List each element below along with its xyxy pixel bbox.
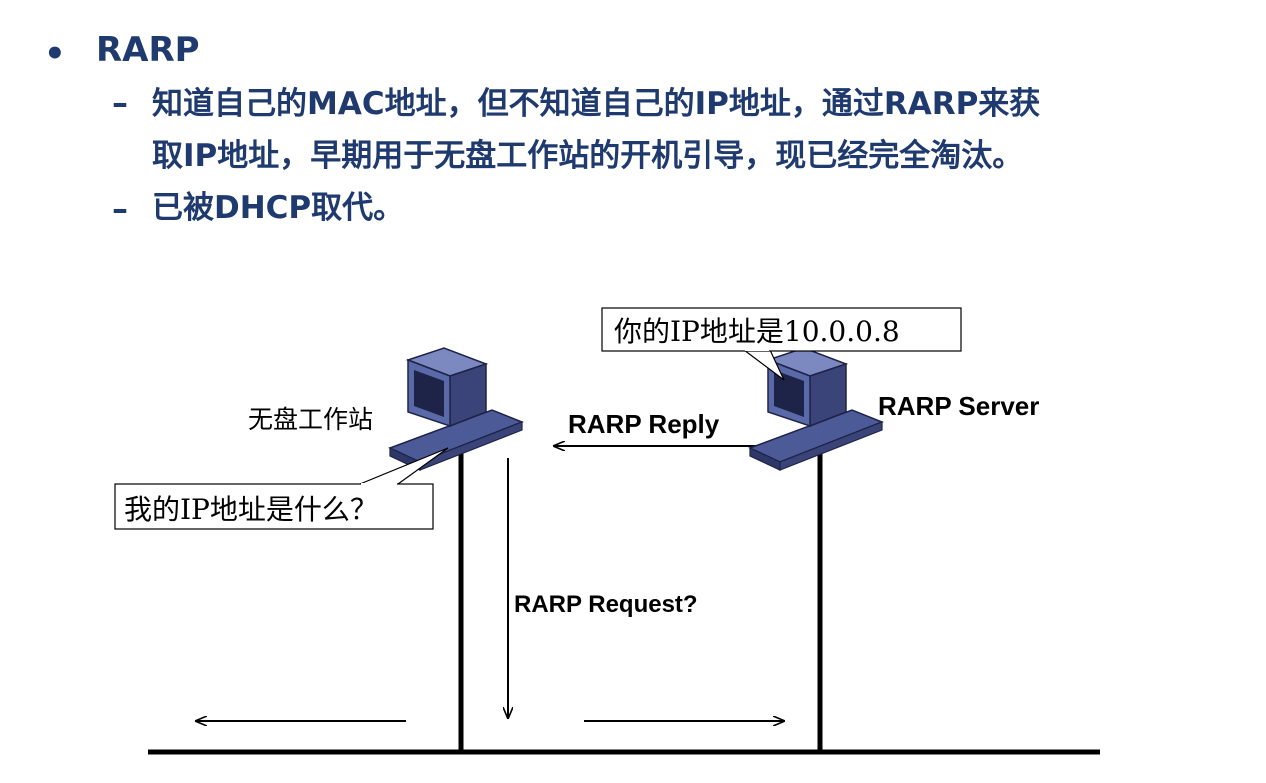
rarp-diagram: RARP Request? RARP Reply 无盘工作站 我的IP地址是什么… xyxy=(114,307,1100,755)
reply-label: RARP Reply xyxy=(568,409,720,439)
workstation-label: 无盘工作站 xyxy=(248,405,373,434)
workstation-callout-text: 我的IP地址是什么？ xyxy=(124,493,378,526)
bullet-rarp: RARP xyxy=(96,30,200,70)
server-callout-box xyxy=(601,307,962,352)
dash-2: – xyxy=(112,190,128,228)
bullet-list: • RARP – 知道自己的MAC地址，但不知道自己的IP地址，通过RARP来获… xyxy=(0,0,1266,240)
bullet-dot: • xyxy=(44,34,66,74)
workstation-computer-icon xyxy=(389,347,523,471)
request-label: RARP Request? xyxy=(514,591,698,618)
sub-bullet-1: 知道自己的MAC地址，但不知道自己的IP地址，通过RARP来获 取IP地址，早期… xyxy=(152,78,1232,182)
dash-1: – xyxy=(112,84,128,122)
workstation-callout-box xyxy=(114,483,434,530)
sub-bullet-2: 已被DHCP取代。 xyxy=(152,190,405,226)
sub-bullet-1-line-1: 知道自己的MAC地址，但不知道自己的IP地址，通过RARP来获 xyxy=(152,86,1041,122)
sub-bullet-1-line-2: 取IP地址，早期用于无盘工作站的开机引导，现已经完全淘汰。 xyxy=(152,138,1024,174)
server-label: RARP Server xyxy=(878,391,1039,421)
server-callout-text: 你的IP地址是10.0.0.8 xyxy=(614,315,900,348)
